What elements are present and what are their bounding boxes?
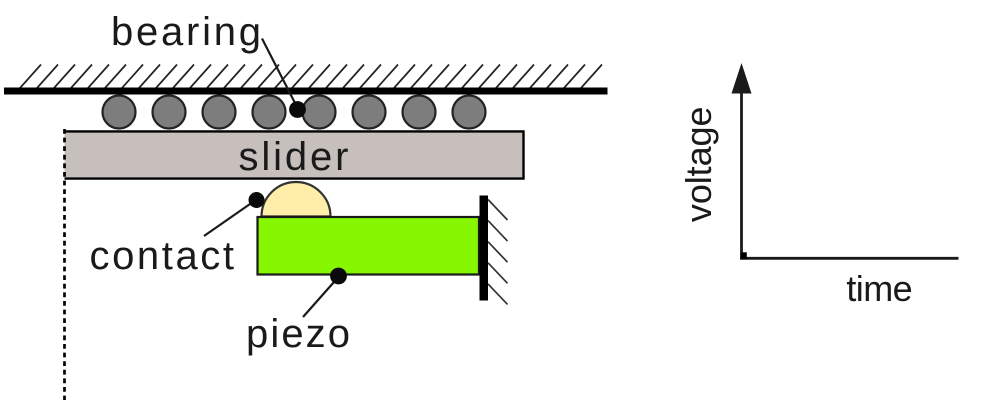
svg-text:contact: contact xyxy=(90,234,235,278)
svg-text:time: time xyxy=(846,268,912,309)
svg-text:voltage: voltage xyxy=(678,107,719,223)
svg-text:slider: slider xyxy=(239,135,349,179)
svg-text:piezo: piezo xyxy=(246,312,350,356)
